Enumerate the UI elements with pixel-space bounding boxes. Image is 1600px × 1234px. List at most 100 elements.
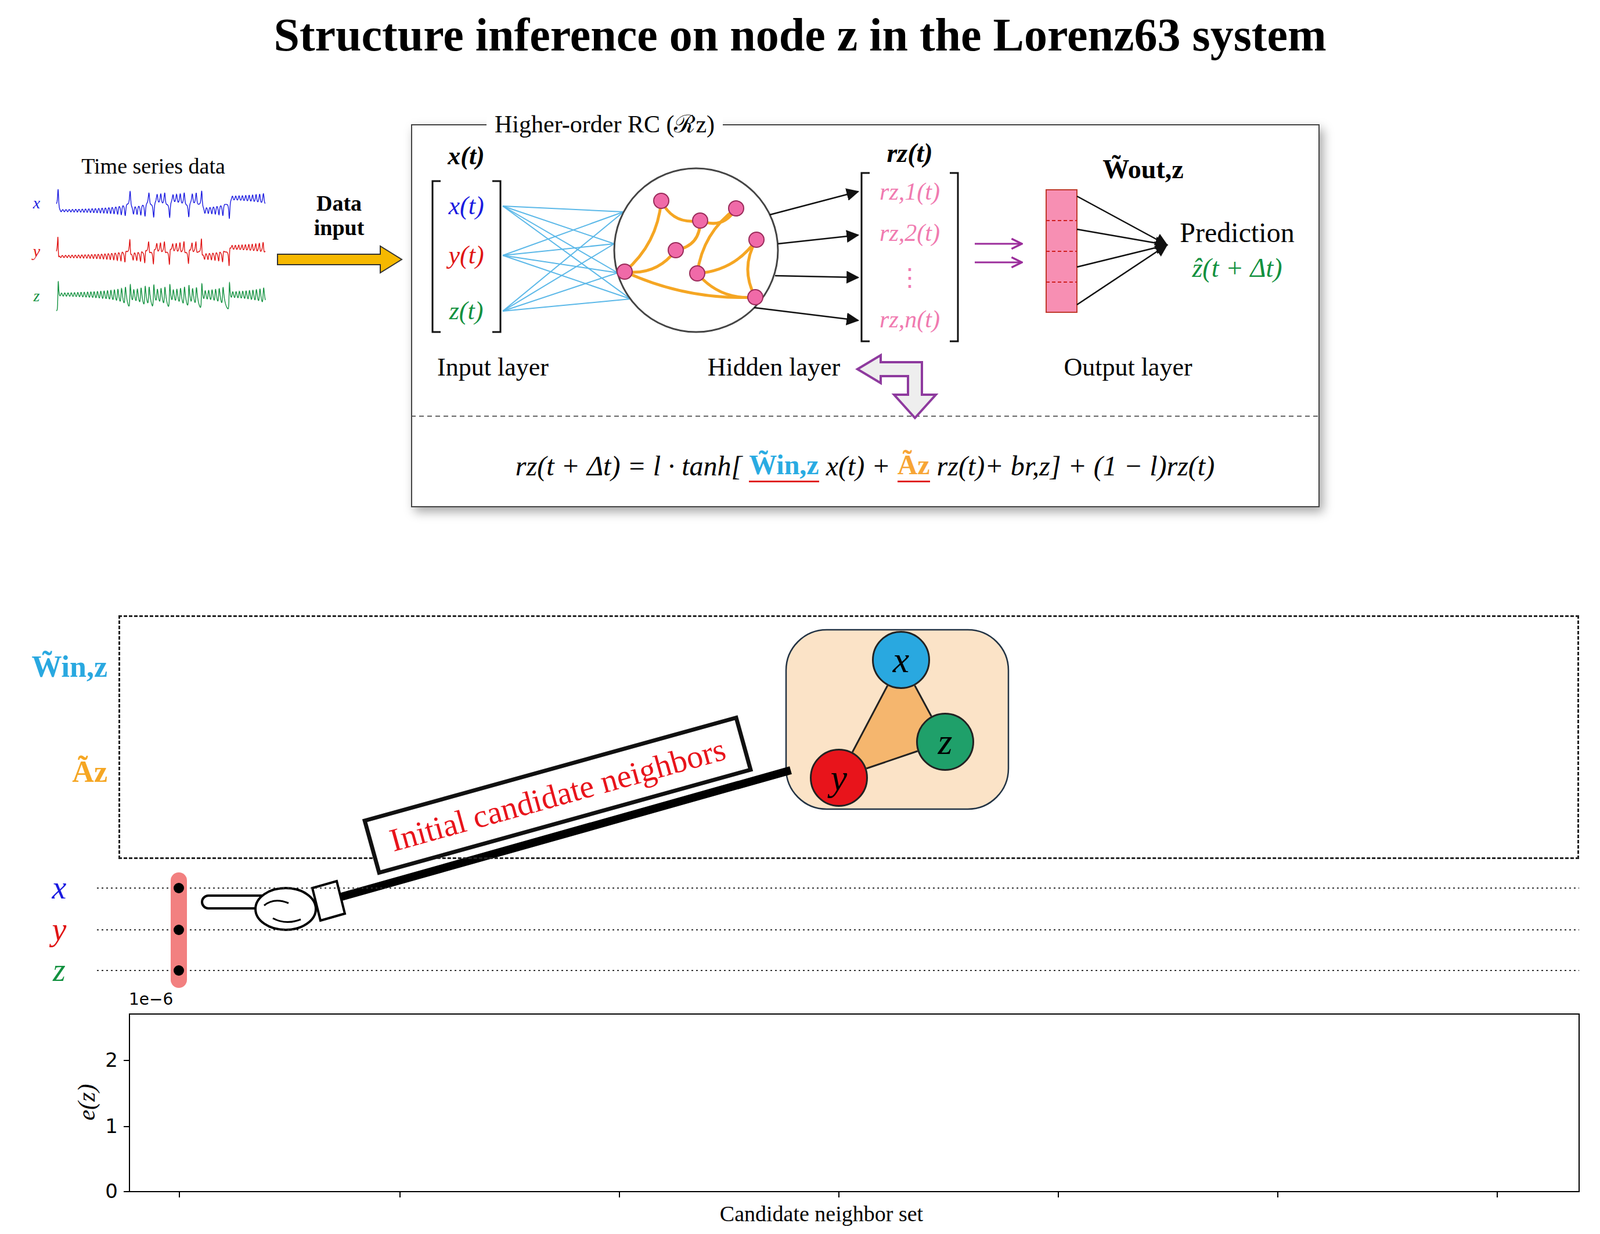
bar-divider [1046, 281, 1077, 283]
node-text: Ãz [71, 755, 108, 789]
plot-frame [129, 1014, 1580, 1192]
equation-part: x(t) + [826, 451, 891, 482]
reservoir-circle [614, 168, 778, 333]
node-text: y [830, 759, 848, 797]
vector-name: rz(t) [886, 138, 933, 169]
node-text: W̃in,z [31, 650, 108, 684]
y-tick [123, 1126, 130, 1128]
equation-part: rz(t + Δt) = l · tanh[ [515, 451, 742, 482]
candidate-dot [173, 924, 185, 936]
output-arrow [1076, 196, 1167, 245]
output-arrow [1076, 244, 1167, 305]
state-arrow [754, 307, 859, 321]
tick-label: 0 [105, 1180, 118, 1203]
hand-cuff [312, 881, 345, 921]
hand-thumb [264, 901, 289, 906]
readout-arrow [974, 243, 1022, 245]
input-weight [502, 298, 631, 312]
hyperedge-line [914, 685, 932, 717]
data-arrow [277, 246, 402, 273]
x-tick [1496, 1191, 1498, 1198]
axis-title: Candidate neighbor set [719, 1202, 924, 1227]
input-weight [502, 206, 624, 212]
vector-bracket [949, 173, 958, 342]
time-series [56, 189, 266, 219]
output-arrow [1076, 229, 1167, 245]
x-tick [399, 1191, 401, 1198]
state-entry: rz,2(t) [879, 219, 940, 247]
x-tick [178, 1191, 180, 1198]
bar-divider [1046, 250, 1077, 252]
equation-part: Ãz [897, 449, 931, 483]
reservoir-node [692, 213, 708, 229]
reservoir-node [747, 289, 763, 305]
vector-name: x(t) [447, 142, 485, 171]
arrow-label: Data input [307, 191, 371, 241]
reservoir-node [728, 200, 744, 216]
state-entry: rz,n(t) [879, 305, 940, 333]
readout-arrow [974, 261, 1022, 264]
reservoir-node [653, 193, 669, 209]
output-name: Prediction [1179, 217, 1295, 249]
variable-node: x [871, 631, 931, 690]
layer-name: Hidden layer [707, 353, 841, 382]
node-text: Initial candidate neighbors [385, 731, 730, 859]
bar-divider [1046, 220, 1077, 222]
divider-line [411, 415, 1320, 417]
series-name: x [33, 194, 41, 213]
row-line [96, 929, 1580, 931]
hyperedge-line [852, 685, 888, 753]
series-name: y [33, 242, 41, 261]
hyperedge-line [866, 751, 918, 769]
matrix-name: W̃out,z [1102, 155, 1184, 185]
input-weight [502, 211, 624, 312]
reservoir-link [624, 200, 662, 272]
row-line [96, 887, 1580, 889]
tick-label: 2 [105, 1049, 118, 1072]
x-tick [618, 1191, 621, 1198]
vector-entry: x(t) [448, 192, 484, 221]
reservoir-node [689, 265, 705, 281]
vector-bracket [861, 173, 870, 342]
row-line [96, 970, 1580, 972]
candidate-dot [173, 965, 185, 976]
hand-knuckle [272, 918, 301, 923]
variable-node: y [809, 748, 868, 807]
reservoir-link [624, 250, 676, 273]
output-symbol: ẑ(t + Δt) [1191, 253, 1282, 284]
x-tick [1277, 1191, 1279, 1198]
output-bar [1046, 189, 1077, 313]
title: Structure inference on node z in the Lor… [0, 9, 1600, 61]
caption-text: Time series data [81, 154, 226, 179]
state-arrow [769, 191, 859, 215]
series-name: z [33, 287, 41, 306]
icon-ground [786, 629, 1009, 810]
layer-name: Output layer [1063, 353, 1192, 382]
hand-fist [255, 888, 316, 931]
layer-name: Input layer [437, 353, 549, 382]
input-weight [502, 206, 631, 299]
node-text: x [892, 641, 910, 679]
x-tick [1057, 1191, 1059, 1198]
row-name: y [52, 912, 67, 949]
vector-entry: z(t) [449, 297, 484, 326]
reservoir-link [747, 239, 757, 298]
state-entry: rz,1(t) [879, 178, 940, 205]
state-arrow [777, 235, 859, 244]
vector-entry: y(t) [448, 241, 484, 270]
row-name: x [52, 870, 67, 907]
row-name: z [52, 952, 66, 989]
y-tick [123, 1191, 130, 1193]
input-weight [502, 243, 615, 312]
reservoir-node [668, 242, 684, 258]
axis-title: e(z) [73, 1084, 100, 1122]
variable-node: z [916, 712, 975, 771]
output-arrow [1076, 244, 1167, 268]
candidate-dot [173, 883, 185, 894]
panel-ground [411, 124, 1320, 508]
reservoir-node [617, 264, 633, 280]
tick-label: 1 [105, 1115, 118, 1138]
